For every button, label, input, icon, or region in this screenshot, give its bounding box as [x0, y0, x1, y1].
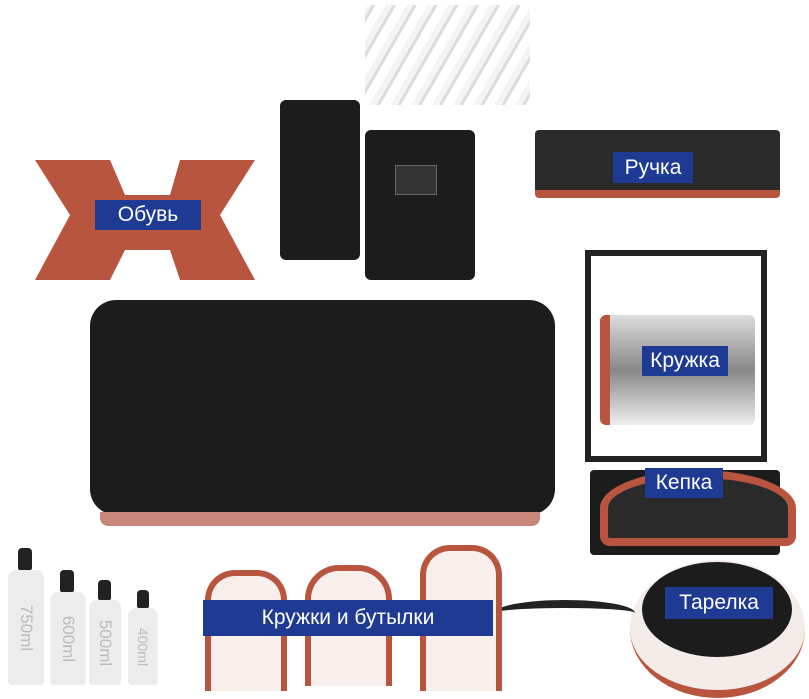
control-box	[365, 130, 475, 280]
bottle-volume-label: 600ml	[59, 615, 78, 662]
label-shoes: Обувь	[95, 200, 201, 230]
bottle-cap-icon	[60, 570, 74, 592]
bottle-cap-icon	[137, 590, 149, 608]
bottle-500: 500ml	[89, 600, 121, 685]
bottle-volume-label: 400ml	[135, 627, 151, 666]
label-cap: Кепка	[645, 468, 723, 498]
bottle-750: 750ml	[8, 570, 44, 685]
heat-press-base	[90, 300, 555, 515]
label-plate: Тарелка	[665, 587, 773, 619]
pens-image	[365, 5, 530, 105]
bottle-cap-icon	[18, 548, 32, 570]
mug-press-frame	[585, 250, 767, 462]
display-icon	[395, 165, 437, 195]
bottle-volume-label: 750ml	[17, 604, 36, 651]
bottle-600: 600ml	[50, 592, 86, 685]
bottle-cap-icon	[98, 580, 111, 600]
heat-press-column	[280, 100, 360, 260]
label-mug: Кружка	[642, 346, 728, 376]
bottle-400: 400ml	[128, 608, 158, 685]
plate-press	[630, 560, 805, 698]
label-pen: Ручка	[613, 152, 693, 183]
label-mugs-bottles: Кружки и бутылки	[203, 600, 493, 636]
heat-press-pad	[100, 512, 540, 526]
cable	[495, 600, 635, 626]
bottle-volume-label: 500ml	[96, 619, 115, 666]
